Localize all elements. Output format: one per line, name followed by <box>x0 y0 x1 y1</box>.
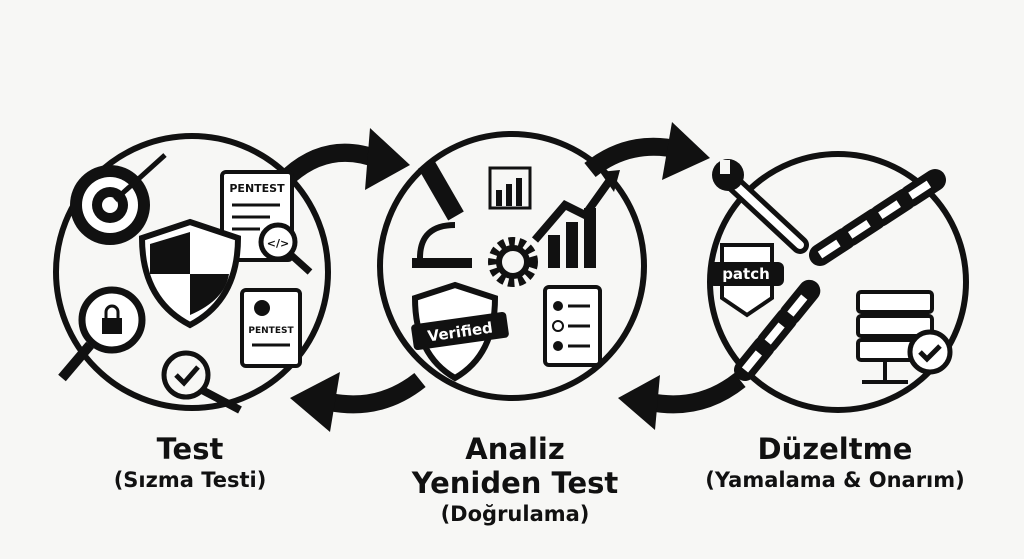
stage-title-2: Yeniden Test <box>411 466 619 500</box>
stage-title: Analiz <box>465 432 565 466</box>
gear-icon <box>488 237 538 287</box>
arrow-fix-to-analysis <box>618 372 746 430</box>
verified-shield-icon: Verified <box>411 281 509 382</box>
stage-title: Test <box>156 432 224 466</box>
target-icon <box>70 153 167 245</box>
patch-shield-icon: patch <box>708 243 784 318</box>
bar-chart-icon <box>488 166 532 210</box>
pentest-gear-document-icon: PENTEST <box>240 288 302 368</box>
stage-circle-analysis <box>377 131 647 401</box>
lock-magnifier-icon <box>58 286 146 382</box>
refresh-check-magnifier-icon <box>161 350 242 414</box>
checklist-document-icon <box>543 285 602 367</box>
wrench-icon <box>712 159 809 254</box>
stage-label-fix: Düzeltme (Yamalama & Onarım) <box>680 432 990 494</box>
code-magnifier-icon: </> <box>258 222 313 275</box>
patch-label: patch <box>722 265 770 283</box>
shield-icon <box>138 218 242 329</box>
stage-subtitle: (Doğrulama) <box>440 502 590 526</box>
pentest-label-2: PENTEST <box>248 326 294 336</box>
server-check-icon <box>856 290 953 384</box>
stage-label-analysis: Analiz Yeniden Test (Doğrulama) <box>380 432 650 528</box>
trend-chart-icon <box>531 170 620 268</box>
arrow-analysis-to-test <box>290 372 426 432</box>
broken-chain-icon <box>734 169 946 381</box>
svg-text:</>: </> <box>267 237 289 250</box>
stage-label-test: Test (Sızma Testi) <box>80 432 300 494</box>
stage-subtitle: (Sızma Testi) <box>113 468 267 492</box>
arrow-analysis-to-fix <box>584 122 710 180</box>
stage-circle-test <box>53 133 331 411</box>
microscope-icon <box>412 159 472 268</box>
arrow-test-to-analysis <box>284 128 410 190</box>
stage-subtitle: (Yamalama & Onarım) <box>705 468 965 492</box>
stage-title: Düzeltme <box>757 432 913 466</box>
pentest-label: PENTEST <box>229 182 285 195</box>
